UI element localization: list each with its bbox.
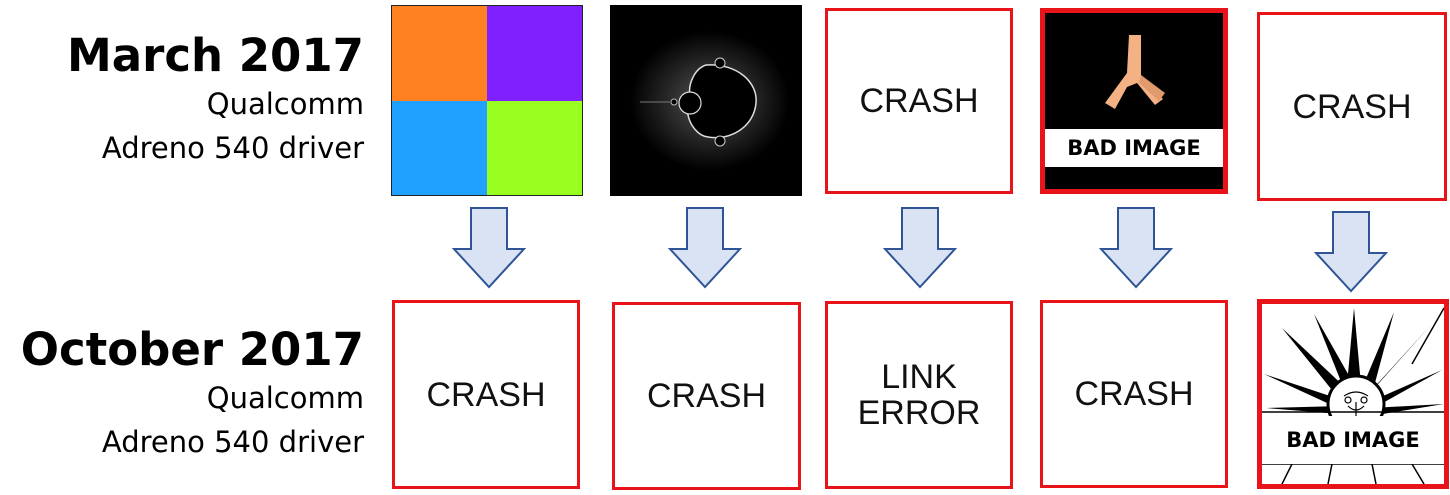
- row-label-october: October 2017 Qualcomm Adreno 540 driver: [21, 324, 364, 464]
- tile-october-2-crash: CRASH: [612, 302, 801, 490]
- tile-october-4-crash: CRASH: [1040, 300, 1228, 488]
- row-label-march: March 2017 Qualcomm Adreno 540 driver: [67, 30, 364, 170]
- down-arrow-icon: [883, 207, 957, 289]
- down-arrow-icon: [452, 207, 526, 289]
- row-driver: Adreno 540 driver: [101, 131, 364, 165]
- crash-label: CRASH: [1292, 87, 1412, 126]
- tile-march-3-crash: CRASH: [825, 8, 1013, 194]
- tile-october-3-link-error: LINK ERROR: [825, 301, 1013, 489]
- tile-march-2-mandelbrot: [610, 5, 802, 196]
- tile-march-5-crash: CRASH: [1257, 12, 1447, 201]
- row-driver: Adreno 540 driver: [101, 425, 364, 459]
- bad-image-banner: BAD IMAGE: [1262, 416, 1444, 464]
- row-vendor: Qualcomm: [206, 381, 364, 415]
- crash-label: CRASH: [859, 82, 979, 120]
- row-title: October 2017: [20, 323, 364, 376]
- crash-label: CRASH: [646, 377, 767, 415]
- crash-label: CRASH: [426, 375, 546, 414]
- tile-october-1-crash: CRASH: [392, 300, 580, 489]
- down-arrow-icon: [1314, 211, 1388, 293]
- down-arrow-icon: [1099, 207, 1173, 289]
- tile-october-5-bad-image: BAD IMAGE: [1257, 299, 1449, 489]
- row-title: March 2017: [67, 29, 364, 82]
- link-error-label: LINK ERROR: [857, 358, 981, 432]
- mandelbrot-image: [610, 5, 802, 196]
- crash-label: CRASH: [1074, 375, 1194, 413]
- bad-image-banner: BAD IMAGE: [1045, 129, 1223, 167]
- down-arrow-icon: [668, 207, 742, 289]
- row-vendor: Qualcomm: [206, 87, 364, 121]
- colored-quadrants-image: [392, 6, 582, 195]
- tile-march-1-quadrants: [391, 5, 583, 196]
- tile-march-4-bad-image: BAD IMAGE: [1040, 8, 1228, 194]
